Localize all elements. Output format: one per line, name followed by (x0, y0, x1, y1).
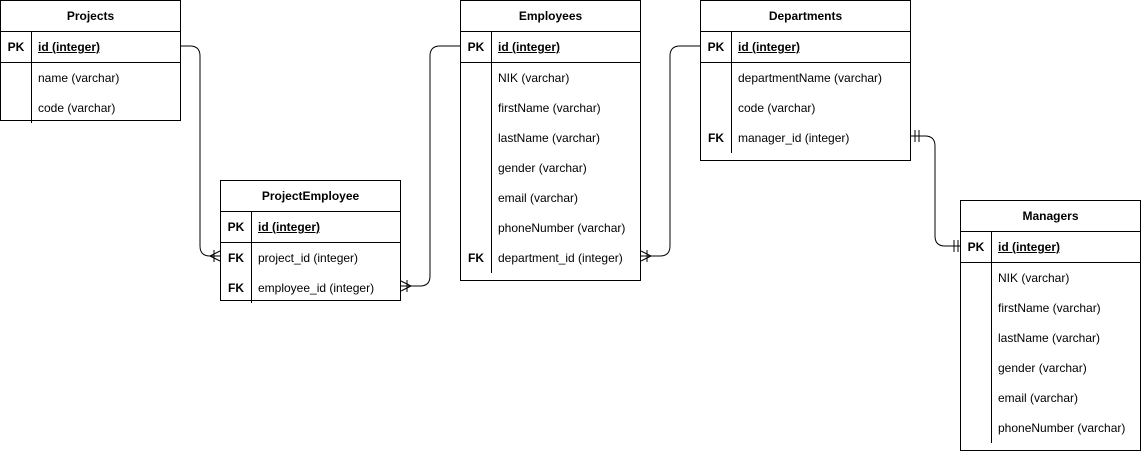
table-row[interactable]: PK id (integer) (1, 32, 180, 63)
key-label: PK (7, 40, 25, 54)
table-row[interactable]: NIK (varchar) (461, 63, 640, 93)
entity-project-employee[interactable]: ProjectEmployee PK id (integer) FK proje… (220, 180, 401, 303)
key-label: PK (707, 40, 725, 54)
relationship-projects-projectemployee[interactable] (181, 45, 220, 257)
table-row[interactable]: phoneNumber (varchar) (961, 413, 1140, 443)
table-row[interactable]: gender (varchar) (461, 153, 640, 183)
key-column-divider (31, 32, 32, 123)
entity-title: Employees (461, 1, 640, 32)
field-name: id (integer) (998, 240, 1060, 254)
table-row[interactable]: phoneNumber (varchar) (461, 213, 640, 243)
field-name: email (varchar) (498, 191, 579, 205)
field-name: gender (varchar) (498, 161, 587, 175)
relationship-departments-managers[interactable] (911, 135, 960, 247)
key-label: PK (467, 40, 485, 54)
crowfoot-marker (400, 280, 412, 292)
field-name: name (varchar) (38, 71, 120, 85)
key-column-divider (491, 32, 492, 273)
field-name: gender (varchar) (998, 361, 1087, 375)
field-name: email (varchar) (998, 391, 1079, 405)
table-row[interactable]: FK manager_id (integer) (701, 123, 910, 153)
table-row[interactable]: departmentName (varchar) (701, 63, 910, 93)
key-column-divider (991, 232, 992, 443)
table-row[interactable]: PK id (integer) (701, 32, 910, 63)
field-name: id (integer) (498, 40, 560, 54)
field-name: firstName (varchar) (498, 101, 601, 115)
table-row[interactable]: gender (varchar) (961, 353, 1140, 383)
field-name: NIK (varchar) (998, 271, 1070, 285)
table-row[interactable]: FK employee_id (integer) (221, 273, 400, 303)
table-row[interactable]: email (varchar) (961, 383, 1140, 413)
relationship-employees-projectemployee[interactable] (401, 45, 460, 287)
field-name: lastName (varchar) (498, 131, 601, 145)
field-name: lastName (varchar) (998, 331, 1101, 345)
field-name: id (integer) (258, 220, 320, 234)
entity-departments[interactable]: Departments PK id (integer) departmentNa… (700, 0, 911, 161)
table-row[interactable]: lastName (varchar) (461, 123, 640, 153)
key-label: PK (967, 240, 985, 254)
field-name: department_id (integer) (498, 251, 623, 265)
table-row[interactable]: name (varchar) (1, 63, 180, 93)
field-name: project_id (integer) (258, 251, 359, 265)
field-name: code (varchar) (38, 101, 116, 115)
table-row[interactable]: firstName (varchar) (961, 293, 1140, 323)
field-name: employee_id (integer) (258, 281, 375, 295)
key-column-divider (731, 32, 732, 153)
relationship-departments-employees[interactable] (641, 45, 700, 257)
field-name: manager_id (integer) (738, 131, 850, 145)
field-name: id (integer) (38, 40, 100, 54)
table-row[interactable]: PK id (integer) (961, 232, 1140, 263)
table-row[interactable]: lastName (varchar) (961, 323, 1140, 353)
field-name: firstName (varchar) (998, 301, 1101, 315)
field-name: id (integer) (738, 40, 800, 54)
entity-title: Projects (1, 1, 180, 32)
key-column-divider (251, 212, 252, 303)
table-row[interactable]: PK id (integer) (461, 32, 640, 63)
table-row[interactable]: code (varchar) (701, 93, 910, 123)
key-label: FK (228, 281, 244, 295)
field-name: NIK (varchar) (498, 71, 570, 85)
field-name: phoneNumber (varchar) (498, 221, 626, 235)
table-row[interactable]: firstName (varchar) (461, 93, 640, 123)
table-row[interactable]: PK id (integer) (221, 212, 400, 243)
entity-projects[interactable]: Projects PK id (integer) name (varchar) … (0, 0, 181, 123)
table-row[interactable]: email (varchar) (461, 183, 640, 213)
crowfoot-marker (640, 250, 652, 262)
key-label: PK (227, 220, 245, 234)
field-name: phoneNumber (varchar) (998, 421, 1126, 435)
key-label: FK (708, 131, 724, 145)
one-marker (914, 130, 959, 252)
crowfoot-marker (209, 250, 221, 262)
entity-title: Departments (701, 1, 910, 32)
field-name: departmentName (varchar) (738, 71, 883, 85)
field-name: code (varchar) (738, 101, 816, 115)
key-label: FK (468, 251, 484, 265)
table-row[interactable]: FK department_id (integer) (461, 243, 640, 273)
entity-managers[interactable]: Managers PK id (integer) NIK (varchar) f… (960, 200, 1141, 451)
key-label: FK (228, 251, 244, 265)
table-row[interactable]: FK project_id (integer) (221, 243, 400, 273)
entity-employees[interactable]: Employees PK id (integer) NIK (varchar) … (460, 0, 641, 281)
table-row[interactable]: NIK (varchar) (961, 263, 1140, 293)
table-row[interactable]: code (varchar) (1, 93, 180, 123)
entity-title: ProjectEmployee (221, 181, 400, 212)
entity-title: Managers (961, 201, 1140, 232)
